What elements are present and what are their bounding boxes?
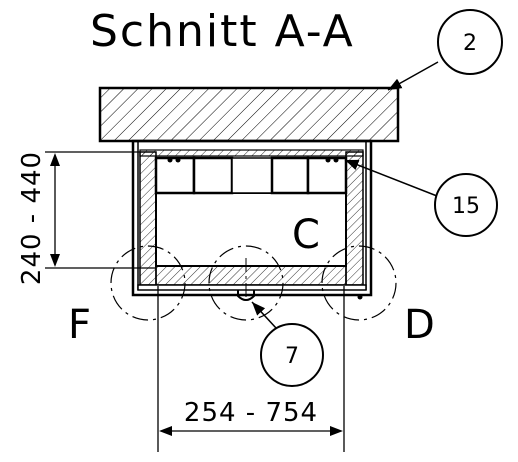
component-row xyxy=(154,156,348,195)
detail-letter-d: D xyxy=(404,302,435,348)
bottom-plate xyxy=(137,284,367,291)
height-dimension-label: 240 - 440 xyxy=(17,151,47,285)
width-dimension xyxy=(157,286,345,452)
corner-dot-right xyxy=(357,294,363,300)
detail-circles xyxy=(110,245,397,321)
height-dimension xyxy=(45,151,156,269)
ceiling-slab xyxy=(98,86,400,143)
balloon-7: 7 xyxy=(251,301,324,387)
insulation-top xyxy=(139,149,364,157)
balloon-2: 2 xyxy=(387,9,503,91)
width-dimension-label: 254 - 754 xyxy=(184,398,318,428)
insulation-right xyxy=(345,151,364,286)
insulation-left xyxy=(139,151,157,286)
detail-circle-d xyxy=(321,245,397,321)
svg-text:15: 15 xyxy=(452,194,480,219)
screw-marks xyxy=(167,157,339,163)
drawing-title: Schnitt A-A xyxy=(90,6,355,57)
svg-text:2: 2 xyxy=(463,31,477,56)
bottom-clip xyxy=(237,290,255,301)
housing-outer xyxy=(131,139,373,297)
detail-circle-center xyxy=(208,245,284,321)
balloon-15: 15 xyxy=(344,159,498,237)
svg-text:7: 7 xyxy=(285,344,299,369)
detail-letter-c: C xyxy=(292,212,320,258)
detail-letter-f: F xyxy=(68,302,91,348)
detail-circle-f xyxy=(110,245,186,321)
